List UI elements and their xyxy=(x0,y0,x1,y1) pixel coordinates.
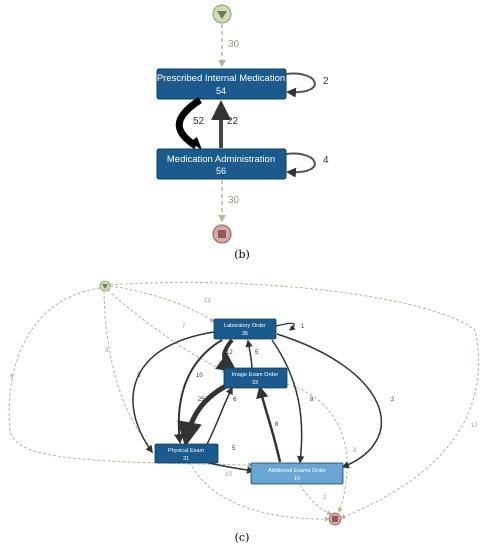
node-physical-exam[interactable]: Physical Exam 31 xyxy=(154,443,219,464)
caption-b: (b) xyxy=(234,248,250,261)
edge-label: 5 xyxy=(232,446,236,452)
edge-label-pim-loop: 2 xyxy=(323,76,329,87)
edge-label: 13 xyxy=(204,298,211,304)
end-node xyxy=(212,224,232,244)
edge-label: 8 xyxy=(310,397,314,403)
edge-label: 10 xyxy=(196,373,203,379)
stop-icon xyxy=(332,516,338,522)
node-label: Laboratory Order xyxy=(224,323,266,329)
edge-label: 2 xyxy=(391,397,395,403)
edge-label: 6 xyxy=(10,374,14,380)
edge-lab-to-end xyxy=(109,281,479,519)
triangle-down-icon xyxy=(217,11,227,19)
edge-label: 17 xyxy=(471,423,478,429)
edge-label: 3 xyxy=(353,448,357,454)
edge-additional-to-end xyxy=(299,484,332,515)
edge-additional-to-image xyxy=(256,385,282,463)
edge-pim-to-ma-arrowhead xyxy=(190,137,202,150)
edge-lab-to-additional-right xyxy=(276,333,382,469)
edge-image-to-physical xyxy=(177,383,228,447)
node-count: 56 xyxy=(216,166,226,176)
edge-label: 5 xyxy=(255,350,259,356)
edge-ma-loop xyxy=(285,152,316,178)
edge-start-to-image xyxy=(107,289,227,373)
edge-label-ma-to-pim: 22 xyxy=(227,116,239,127)
edge-label: 7 xyxy=(182,324,186,330)
edge-label: 3 xyxy=(105,348,109,354)
edge-lab-to-additional xyxy=(271,339,305,464)
edge-lab-to-physical-left xyxy=(132,331,215,454)
edge-lab-loop xyxy=(275,322,296,331)
diagram-b: 30 Prescribed Internal Medication 54 2 5… xyxy=(156,4,329,261)
edge-label-start-to-pim: 30 xyxy=(228,39,240,50)
edge-label: 10 xyxy=(225,472,232,478)
node-laboratory-order[interactable]: Laboratory Order 35 xyxy=(213,318,277,340)
edge-label: 25 xyxy=(198,397,205,403)
edge-label: 8 xyxy=(275,422,279,428)
node-count: 31 xyxy=(183,456,189,462)
node-label: Additional Exams Order xyxy=(268,468,326,474)
node-medication-administration[interactable]: Medication Administration 56 xyxy=(156,148,287,180)
start-node xyxy=(212,4,232,24)
edge-label: 3 xyxy=(137,373,141,379)
node-label: Prescribed Internal Medication xyxy=(157,73,285,84)
stop-icon xyxy=(218,230,226,238)
node-label: Physical Exam xyxy=(168,448,204,454)
end-node-c xyxy=(328,512,342,526)
node-count: 16 xyxy=(294,476,300,482)
triangle-down-icon xyxy=(102,284,108,289)
diagram-c: Laboratory Order 35 Image Exam Order 33 … xyxy=(8,280,479,544)
edge-start-to-additional xyxy=(8,287,253,468)
edge-label: 6 xyxy=(233,397,237,403)
node-count: 54 xyxy=(216,86,226,96)
edge-image-to-lab xyxy=(245,339,253,371)
edge-label-pim-to-ma: 52 xyxy=(193,116,205,127)
edge-label-ma-loop: 4 xyxy=(323,155,329,166)
node-image-exam-order[interactable]: Image Exam Order 33 xyxy=(223,367,288,389)
node-label: Medication Administration xyxy=(167,154,275,165)
edge-pim-loop xyxy=(285,72,316,98)
edge-image-to-end xyxy=(286,383,348,513)
node-prescribed-internal-medication[interactable]: Prescribed Internal Medication 54 xyxy=(156,68,287,100)
edge-label-ma-to-end: 30 xyxy=(228,195,240,206)
start-node-c xyxy=(99,280,111,292)
caption-c: (c) xyxy=(235,531,250,544)
edge-label: 2 xyxy=(323,495,327,501)
node-count: 33 xyxy=(252,380,258,386)
node-count: 35 xyxy=(242,331,248,337)
edge-label: 1 xyxy=(301,324,305,330)
edge-physical-to-end xyxy=(189,461,330,522)
edge-physical-to-image xyxy=(204,386,233,449)
edge-start-to-physical xyxy=(103,290,153,450)
edge-lab-to-image xyxy=(215,338,238,373)
node-additional-exams-order[interactable]: Additional Exams Order 16 xyxy=(250,462,344,485)
node-label: Image Exam Order xyxy=(232,372,279,378)
edge-start-to-lab xyxy=(109,285,215,323)
edge-label: 12 xyxy=(226,350,233,356)
